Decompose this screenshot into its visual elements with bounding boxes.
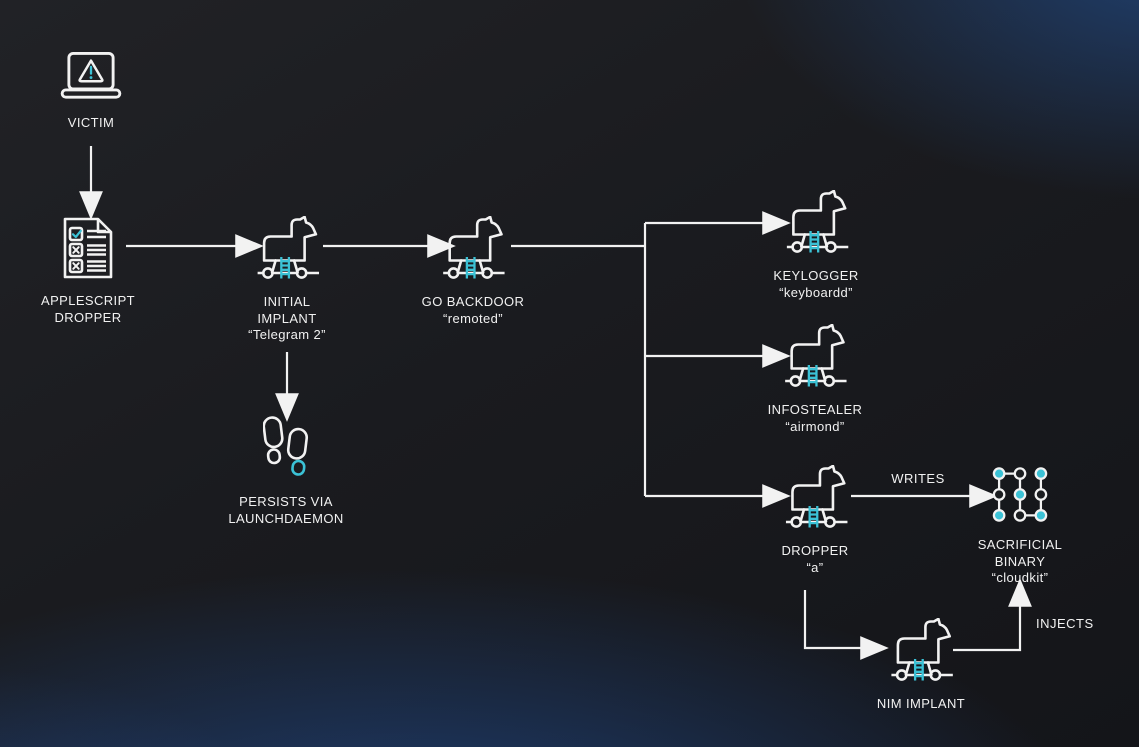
trojan-horse-icon bbox=[890, 618, 953, 682]
node-applescript-dropper: APPLESCRIPT DROPPER bbox=[38, 217, 138, 326]
edge-nim-injects-binary bbox=[953, 578, 1032, 652]
binary-nodes-icon bbox=[992, 467, 1048, 522]
trojan-horse-icon bbox=[256, 216, 319, 280]
laptop-warning-icon bbox=[60, 51, 122, 99]
trojan-horse-icon bbox=[442, 216, 505, 280]
node-victim: VICTIM bbox=[60, 51, 122, 132]
node-label: DROPPER “a” bbox=[781, 543, 849, 575]
edge-dropper-to-nim bbox=[803, 590, 889, 660]
node-label: NIM IMPLANT bbox=[876, 696, 966, 711]
node-persistence: PERSISTS VIA LAUNCHDAEMON bbox=[226, 416, 346, 527]
node-label: SACRIFICIAL BINARY “cloudkit” bbox=[977, 537, 1063, 585]
node-label: INITIAL IMPLANT “Telegram 2” bbox=[248, 294, 326, 342]
node-infostealer: INFOSTEALER “airmond” bbox=[768, 324, 863, 435]
trojan-horse-icon bbox=[784, 324, 847, 388]
node-label: PERSISTS VIA LAUNCHDAEMON bbox=[228, 494, 344, 526]
node-label: GO BACKDOOR “remoted” bbox=[421, 294, 525, 326]
trojan-horse-icon bbox=[785, 190, 848, 254]
trojan-horse-icon bbox=[784, 465, 847, 529]
edge-backdoor-branch-trunk bbox=[511, 223, 647, 496]
node-go-backdoor: GO BACKDOOR “remoted” bbox=[422, 216, 525, 327]
document-checklist-icon bbox=[63, 217, 113, 279]
node-keylogger: KEYLOGGER “keyboardd” bbox=[773, 190, 858, 301]
edge-label-writes: WRITES bbox=[891, 471, 945, 486]
node-sacrificial-binary: SACRIFICIAL BINARY “cloudkit” bbox=[961, 466, 1080, 587]
edge-label-injects: INJECTS bbox=[1036, 616, 1094, 631]
node-label: INFOSTEALER “airmond” bbox=[767, 402, 863, 434]
node-label: VICTIM bbox=[67, 115, 115, 130]
node-dropper-a: DROPPER “a” bbox=[781, 465, 848, 576]
node-label: APPLESCRIPT DROPPER bbox=[41, 293, 135, 325]
node-initial-implant: INITIAL IMPLANT “Telegram 2” bbox=[248, 216, 326, 344]
footprints-icon bbox=[263, 416, 309, 476]
node-label: KEYLOGGER “keyboardd” bbox=[773, 268, 859, 300]
node-nim-implant: NIM IMPLANT bbox=[877, 618, 965, 713]
